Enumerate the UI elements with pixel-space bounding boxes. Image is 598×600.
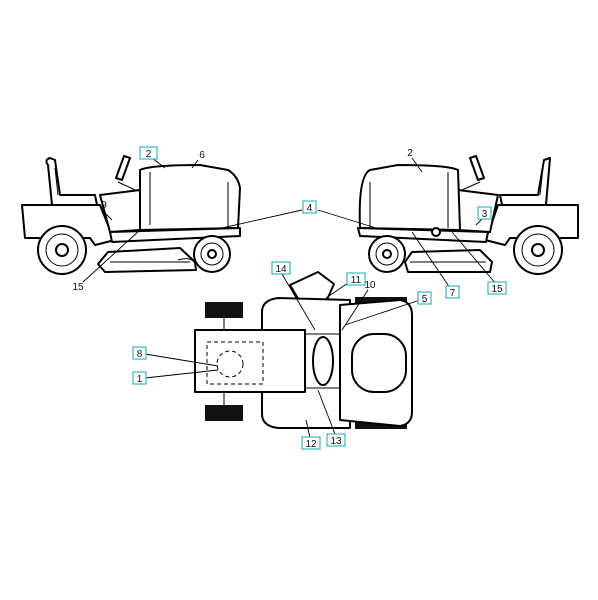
callout-9: 9 bbox=[101, 200, 107, 211]
callout-4: 4 bbox=[302, 200, 317, 214]
svg-text:2: 2 bbox=[146, 149, 152, 160]
rear-wheel-top bbox=[205, 302, 243, 318]
svg-text:7: 7 bbox=[450, 288, 456, 299]
svg-text:5: 5 bbox=[422, 294, 428, 305]
rear-wheel-bottom bbox=[205, 405, 243, 421]
callout-6: 6 bbox=[199, 150, 205, 161]
decal-zone-circle bbox=[216, 350, 244, 378]
callout-5: 5 bbox=[417, 291, 432, 305]
svg-text:14: 14 bbox=[275, 264, 287, 275]
callout-2-left: 2 bbox=[139, 146, 158, 160]
callout-12: 12 bbox=[301, 436, 321, 450]
callout-13: 13 bbox=[326, 433, 346, 447]
leader-lines bbox=[82, 157, 497, 439]
callout-labels: 2 6 9 15 4 2 3 7 15 1 bbox=[72, 146, 507, 450]
decal-zone-outer bbox=[206, 341, 264, 385]
callout-11: 11 bbox=[346, 272, 366, 286]
svg-text:15: 15 bbox=[491, 284, 503, 295]
left-tractor-side-view bbox=[21, 155, 241, 275]
callout-8: 8 bbox=[132, 346, 147, 360]
svg-text:13: 13 bbox=[330, 436, 342, 447]
callout-2-right: 2 bbox=[407, 148, 413, 159]
callout-3: 3 bbox=[477, 206, 492, 220]
svg-text:15: 15 bbox=[72, 282, 84, 293]
callout-15-right: 15 bbox=[487, 281, 507, 295]
bottom-tractor-top-view bbox=[194, 271, 413, 429]
svg-text:4: 4 bbox=[307, 203, 313, 214]
svg-text:3: 3 bbox=[482, 209, 488, 220]
callout-14: 14 bbox=[271, 261, 291, 275]
svg-text:2: 2 bbox=[407, 148, 413, 159]
callout-7: 7 bbox=[445, 285, 460, 299]
svg-text:11: 11 bbox=[351, 275, 362, 286]
svg-text:12: 12 bbox=[305, 439, 317, 450]
right-tractor-side-view bbox=[357, 155, 579, 275]
svg-text:6: 6 bbox=[199, 150, 205, 161]
svg-text:9: 9 bbox=[101, 200, 107, 211]
callout-1: 1 bbox=[132, 371, 147, 385]
callout-15-left: 15 bbox=[72, 282, 84, 293]
svg-text:1: 1 bbox=[137, 374, 143, 385]
svg-text:10: 10 bbox=[364, 280, 376, 291]
svg-text:8: 8 bbox=[137, 349, 143, 360]
callout-10: 10 bbox=[364, 280, 376, 291]
